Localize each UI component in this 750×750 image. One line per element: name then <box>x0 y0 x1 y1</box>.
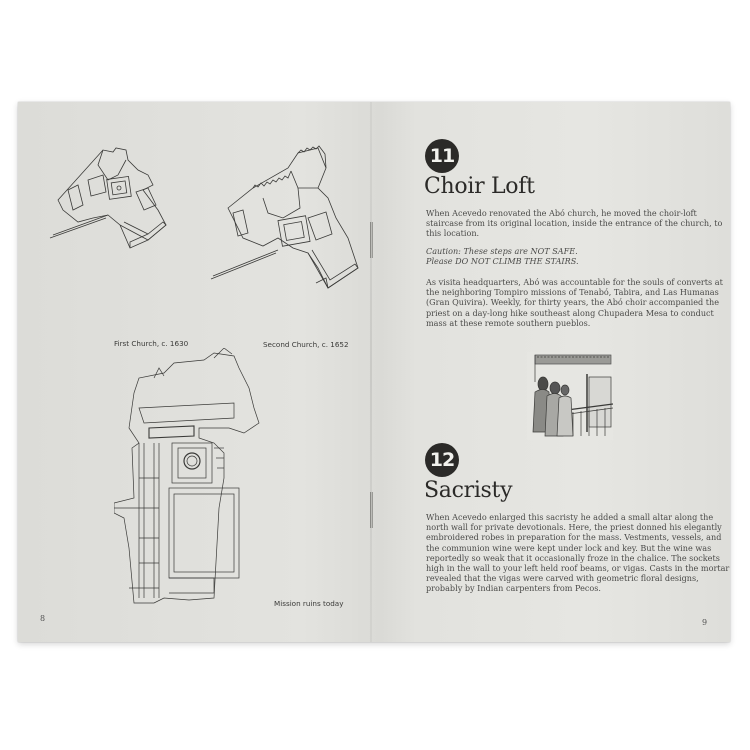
spine-fold <box>370 102 372 642</box>
stop-title: Sacristy <box>424 478 513 503</box>
stop-number-badge: 12 <box>425 443 459 477</box>
figure-caption: First Church, c. 1630 <box>114 339 189 348</box>
mission-ruins-drawing <box>114 348 260 604</box>
left-page: First Church, c. 1630 Second Church, c. … <box>18 102 370 642</box>
page-number: 8 <box>40 614 46 623</box>
stop-paragraph: As visita headquarters, Abó was accounta… <box>426 277 723 328</box>
staple-top <box>370 222 373 258</box>
choir-loft-sketch <box>527 352 613 440</box>
second-church-drawing <box>210 145 359 289</box>
stop-paragraph: When Acevedo renovated the Abó church, h… <box>426 208 723 239</box>
first-church-drawing <box>49 147 167 249</box>
booklet-spread: First Church, c. 1630 Second Church, c. … <box>18 102 730 642</box>
figure-caption: Mission ruins today <box>274 599 344 608</box>
stop-number-badge: 11 <box>425 139 459 173</box>
stop-title: Choir Loft <box>424 174 535 199</box>
figure-caption: Second Church, c. 1652 <box>263 340 349 349</box>
right-page: 11 Choir Loft When Acevedo renovated the… <box>372 102 730 642</box>
staple-bottom <box>370 492 373 528</box>
caution-note: Caution: These steps are NOT SAFE. Pleas… <box>426 246 579 267</box>
page-number: 9 <box>702 618 708 627</box>
stop-paragraph: When Acevedo enlarged this sacristy he a… <box>426 512 730 594</box>
